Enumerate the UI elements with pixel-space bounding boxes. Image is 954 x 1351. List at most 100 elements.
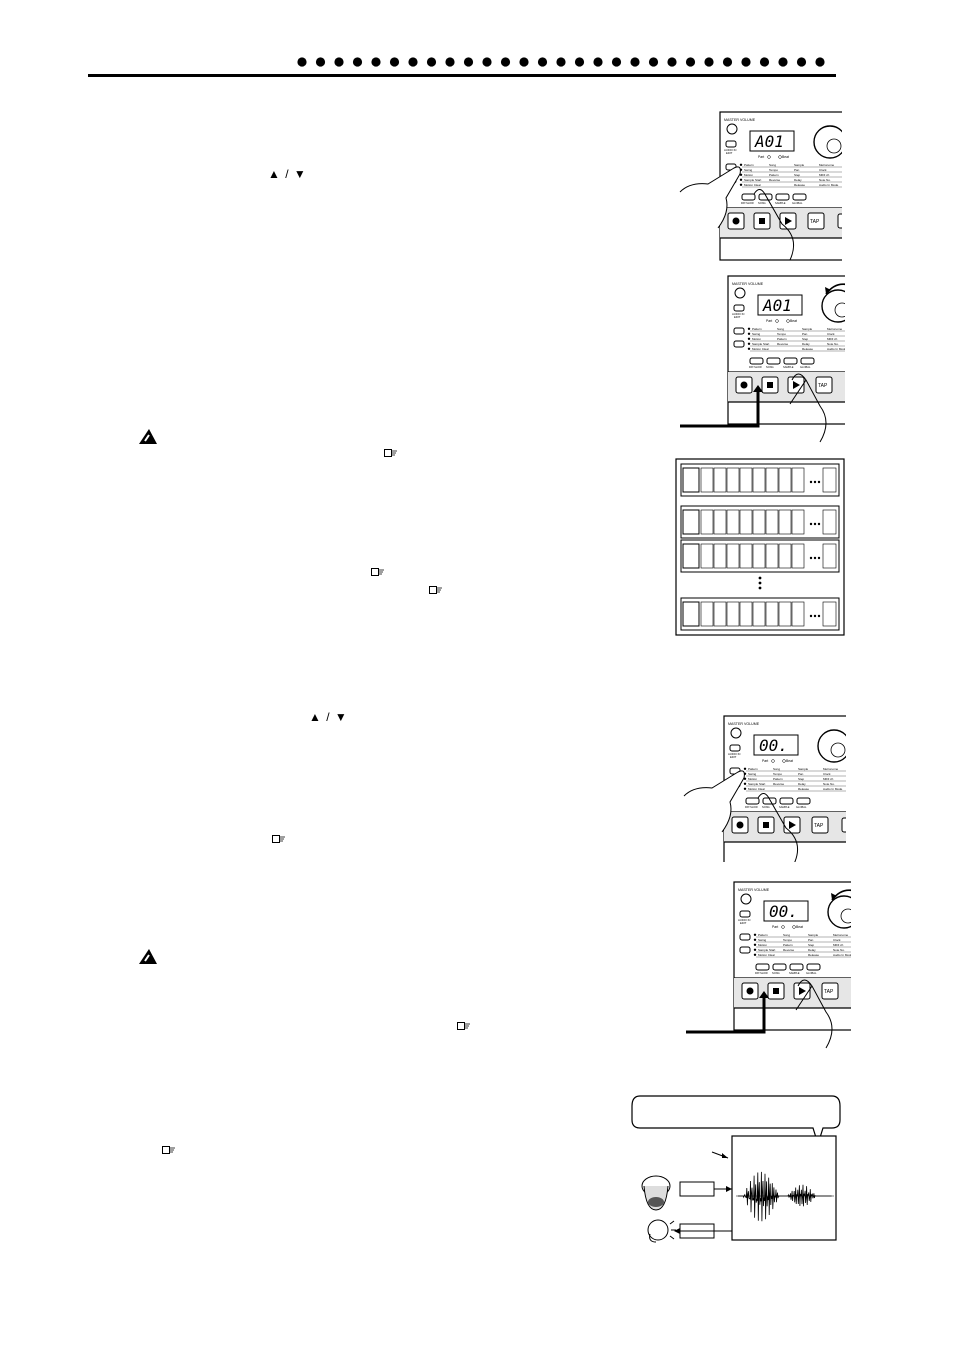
mode-label: Note No. <box>819 178 831 182</box>
mode-label: Song <box>769 163 776 167</box>
step-cell <box>700 467 714 493</box>
mode-label: Audio In Mode <box>827 347 845 351</box>
mode-label: Pan <box>802 332 808 336</box>
audio-in-sub-label: EDIT <box>740 921 747 925</box>
mode-button <box>772 963 787 971</box>
callout-leader-line <box>680 390 760 428</box>
audio-in-sub-label: EDIT <box>730 755 737 759</box>
tap-button <box>807 212 825 230</box>
mode-button-label: SONG <box>758 201 766 205</box>
tap-button <box>815 376 833 394</box>
mode-label: Sample <box>794 163 805 167</box>
header-dot <box>500 57 511 67</box>
mode-label: Step <box>798 777 805 781</box>
mode-label: Release <box>798 787 809 791</box>
step-cell <box>700 601 714 627</box>
header-dot <box>722 57 733 67</box>
step-cell <box>778 509 792 535</box>
step-cell <box>791 601 805 627</box>
tap-button <box>821 982 839 1000</box>
mode-label: Pattern <box>783 943 793 947</box>
mode-label: Step <box>802 337 809 341</box>
led-readout: A01 <box>762 296 792 315</box>
mode-label: Reverse <box>783 948 795 952</box>
step-cell <box>713 509 727 535</box>
mode-label: Pan <box>808 938 814 942</box>
tap-label: TAP <box>814 823 824 829</box>
audio-in-label: AUDIO IN <box>732 312 744 316</box>
step-cell <box>726 467 740 493</box>
mode-label: Step <box>794 173 801 177</box>
callout-leader-line <box>686 996 766 1034</box>
beat-label: Beat <box>796 925 803 929</box>
mode-label: Motion Clear <box>748 787 765 791</box>
mode-label: Sample Start <box>758 948 776 952</box>
led-display <box>757 294 803 316</box>
part-label: Part <box>766 319 772 323</box>
step-cell <box>726 601 740 627</box>
down-arrow-icon: ▼ <box>293 167 307 181</box>
master-volume-label: MASTER VOLUME <box>728 722 760 726</box>
mode-label: Motion <box>744 173 753 177</box>
mode-label: Motion <box>752 337 761 341</box>
header-dot <box>648 57 659 67</box>
up-down-arrows: ▲ / ▼ <box>268 167 307 181</box>
header-dot <box>667 57 677 67</box>
header-dot <box>593 57 603 67</box>
mode-label: Motion <box>758 943 767 947</box>
mode-button-label: PAT.SLOW <box>749 365 762 369</box>
down-button <box>733 340 745 348</box>
header-dot <box>297 57 307 67</box>
part-label: Part <box>772 925 778 929</box>
part-icon <box>682 467 700 493</box>
step-cell <box>765 509 779 535</box>
header-dot <box>685 57 696 67</box>
mode-label: Sample Start <box>744 178 762 182</box>
header-dot <box>815 57 825 67</box>
mode-button <box>758 193 773 201</box>
caution-icon <box>139 949 157 964</box>
header-dot <box>315 57 326 67</box>
audio-in-button <box>725 140 737 148</box>
mode-label: Metronome <box>823 767 839 771</box>
pointing-hand-icon <box>757 793 799 862</box>
mode-label: Motion Clear <box>758 953 775 957</box>
step-cell <box>791 543 805 569</box>
mode-label: Reverse <box>777 342 789 346</box>
mode-button-label: SAMPLE <box>779 805 790 809</box>
down-arrow-icon: ▼ <box>334 710 348 724</box>
step-cell <box>739 601 753 627</box>
mode-button-label: SONG <box>762 805 770 809</box>
mode-label: Note No. <box>833 948 845 952</box>
mode-label: Delay <box>808 948 816 952</box>
mode-button <box>749 357 764 365</box>
step-cell <box>765 467 779 493</box>
mode-label: Audio In Mode <box>833 953 851 957</box>
mode-label: Pattern <box>769 173 779 177</box>
step-cell <box>752 543 766 569</box>
header-dot <box>796 57 807 67</box>
mode-button <box>800 357 815 365</box>
beat-label: Beat <box>786 759 793 763</box>
mode-button-label: PAT.SLOW <box>741 201 754 205</box>
up-button <box>733 327 745 335</box>
caution-icon <box>139 429 157 444</box>
step-cell <box>713 467 727 493</box>
header-dot <box>741 57 751 67</box>
audio-in-button <box>739 910 751 918</box>
master-volume-label: MASTER VOLUME <box>724 118 756 122</box>
input-box <box>679 1181 715 1197</box>
mode-label: Pattern <box>744 163 754 167</box>
mode-label: Metronome <box>827 327 843 331</box>
part-label: Part <box>758 155 764 159</box>
up-arrow-icon: ▲ <box>268 167 281 181</box>
pointing-hand-icon <box>795 979 833 1049</box>
mode-label: MIDI ch <box>833 943 844 947</box>
pointing-hand-icon <box>789 373 827 443</box>
mode-button-label: SAMPLE <box>789 971 800 975</box>
mode-label: Pattern <box>773 777 783 781</box>
mode-label: Delay <box>802 342 810 346</box>
volume-knob-icon <box>734 287 746 299</box>
